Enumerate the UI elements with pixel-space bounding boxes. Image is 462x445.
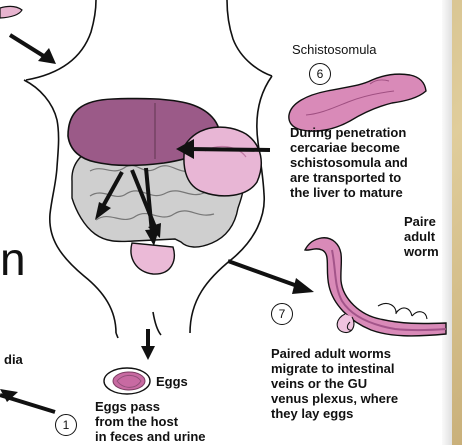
right-neck-shoulder-line [227, 0, 272, 76]
paired-adult-worms-line-4: venus plexus, where [271, 391, 398, 406]
paired-adult-worms-line-5: they lay eggs [271, 406, 353, 421]
paired-adult-worms-partial-line-1: Paire [404, 214, 436, 229]
dia-partial-label: dia [4, 352, 23, 367]
slide-edge-shadow [442, 0, 452, 445]
paired-adult-worms-line-1: Paired adult worms [271, 346, 391, 361]
step-7-marker: 7 [271, 303, 293, 325]
paired-adult-worms-partial-line-3: worm [404, 244, 439, 259]
step-1-marker: 1 [55, 414, 77, 436]
overlay-slide-letter: n [0, 236, 26, 282]
paired-adult-worms-line-2: migrate to intestinal [271, 361, 395, 376]
during-penetration-line-2: cercariae become [290, 140, 400, 155]
arrow-down-to-eggs-head [141, 346, 155, 360]
paired-adult-worms-line-3: veins or the GU [271, 376, 367, 391]
diagram-panel: Schistosomula 6 During penetration cerca… [0, 0, 452, 445]
arrow-to-liver-shaft [188, 149, 270, 150]
schistosomula-title: Schistosomula [292, 42, 377, 57]
during-penetration-line-4: are transported to [290, 170, 401, 185]
cropped-organism-shape [0, 6, 22, 18]
eggs-pass-line-3: in feces and urine [95, 429, 206, 444]
arrow-to-adult-worms-shaft [228, 261, 303, 288]
schistosomula-illustration [289, 74, 426, 131]
eggs-label: Eggs [156, 374, 188, 389]
arrow-to-adult-worms-head [292, 278, 314, 294]
eggs-pass-line-1: Eggs pass [95, 399, 160, 414]
during-penetration-line-1: During penetration [290, 125, 406, 140]
stomach [184, 127, 261, 196]
lifecycle-illustration [0, 0, 452, 445]
left-neck-shoulder-line [26, 0, 96, 80]
during-penetration-line-3: schistosomula and [290, 155, 408, 170]
during-penetration-line-5: the liver to mature [290, 185, 403, 200]
eggs-pass-line-2: from the host [95, 414, 178, 429]
step-6-marker: 6 [309, 63, 331, 85]
paired-adult-worms-partial-line-2: adult [404, 229, 435, 244]
bladder [131, 243, 174, 274]
